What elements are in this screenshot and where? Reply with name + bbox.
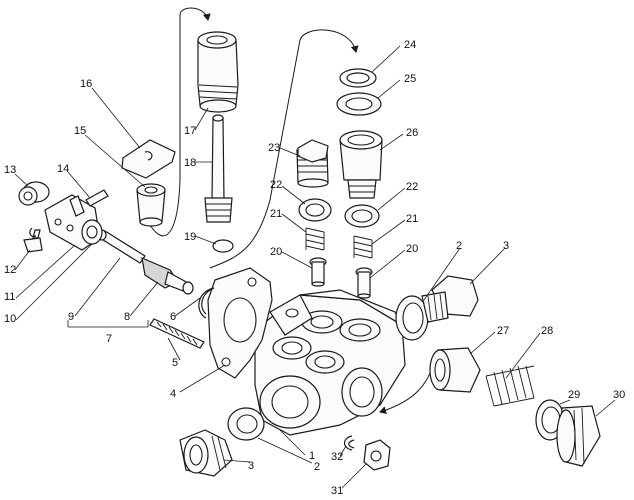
callout-25: 25 xyxy=(404,73,416,85)
callout-2-upper: 2 xyxy=(456,240,462,252)
callout-17: 17 xyxy=(184,125,196,137)
nut-31 xyxy=(363,439,391,471)
callout-21-left: 21 xyxy=(270,208,282,220)
shaft-assembly xyxy=(97,229,194,295)
union-nut-26 xyxy=(339,130,383,199)
plunger-rod xyxy=(204,114,233,223)
callout-4: 4 xyxy=(170,388,176,400)
callout-3-upper: 3 xyxy=(503,240,509,252)
callout-1: 1 xyxy=(309,450,315,462)
callout-10: 10 xyxy=(4,313,16,325)
callout-28: 28 xyxy=(541,325,553,337)
callout-21-right: 21 xyxy=(406,213,418,225)
sleeve-27 xyxy=(429,347,481,393)
callout-6: 6 xyxy=(170,311,176,323)
callout-13: 13 xyxy=(4,164,16,176)
seal-ring-2-lower xyxy=(227,407,265,441)
callout-29: 29 xyxy=(568,389,580,401)
plunger-cap xyxy=(197,31,239,113)
callout-12: 12 xyxy=(4,264,16,276)
threaded-stud xyxy=(149,318,205,349)
hex-plug-3-upper xyxy=(421,275,479,323)
callout-23: 23 xyxy=(268,142,280,154)
bushing xyxy=(136,183,166,227)
callout-27: 27 xyxy=(497,325,509,337)
callout-leaders xyxy=(14,45,616,489)
callout-20-left: 20 xyxy=(270,246,282,258)
callout-24: 24 xyxy=(404,39,416,51)
cap-30 xyxy=(556,405,601,467)
callout-20-right: 20 xyxy=(406,243,418,255)
callout-11: 11 xyxy=(4,291,15,303)
callout-31: 31 xyxy=(331,485,343,497)
callout-32: 32 xyxy=(331,451,343,463)
o-ring-19 xyxy=(212,239,234,253)
callout-3-lower: 3 xyxy=(248,460,254,472)
callout-16: 16 xyxy=(80,78,92,90)
roller xyxy=(18,181,50,206)
hex-plug-3-lower xyxy=(179,429,233,477)
callout-14: 14 xyxy=(57,163,69,175)
pump-body xyxy=(254,289,406,436)
rings-24-25 xyxy=(336,68,382,116)
valves-20 xyxy=(309,257,373,299)
cam-pad xyxy=(121,139,176,179)
callout-22-left: 22 xyxy=(270,179,282,191)
seal-rings-22 xyxy=(298,198,380,228)
callout-30: 30 xyxy=(613,389,625,401)
callout-7: 7 xyxy=(106,333,112,345)
callout-19: 19 xyxy=(184,231,196,243)
callout-15: 15 xyxy=(74,125,86,137)
gasket-plate xyxy=(207,267,273,379)
callout-9: 9 xyxy=(68,311,74,323)
small-screw xyxy=(23,227,43,253)
callout-18: 18 xyxy=(184,157,196,169)
spring-28 xyxy=(485,365,535,407)
callout-labels: 1 2 2 3 3 4 5 6 7 8 9 10 11 12 13 14 15 … xyxy=(4,39,625,497)
valve-springs-21 xyxy=(305,227,373,259)
callout-5: 5 xyxy=(172,357,178,369)
circlip xyxy=(198,287,215,319)
callout-2-lower: 2 xyxy=(314,461,320,473)
callout-8: 8 xyxy=(124,311,130,323)
seal-ring-2-upper xyxy=(395,295,429,341)
small-pin xyxy=(85,189,109,207)
callout-22-right: 22 xyxy=(406,181,418,193)
plug-23 xyxy=(296,139,329,188)
clip-32 xyxy=(343,435,355,451)
callout-26: 26 xyxy=(406,127,418,139)
